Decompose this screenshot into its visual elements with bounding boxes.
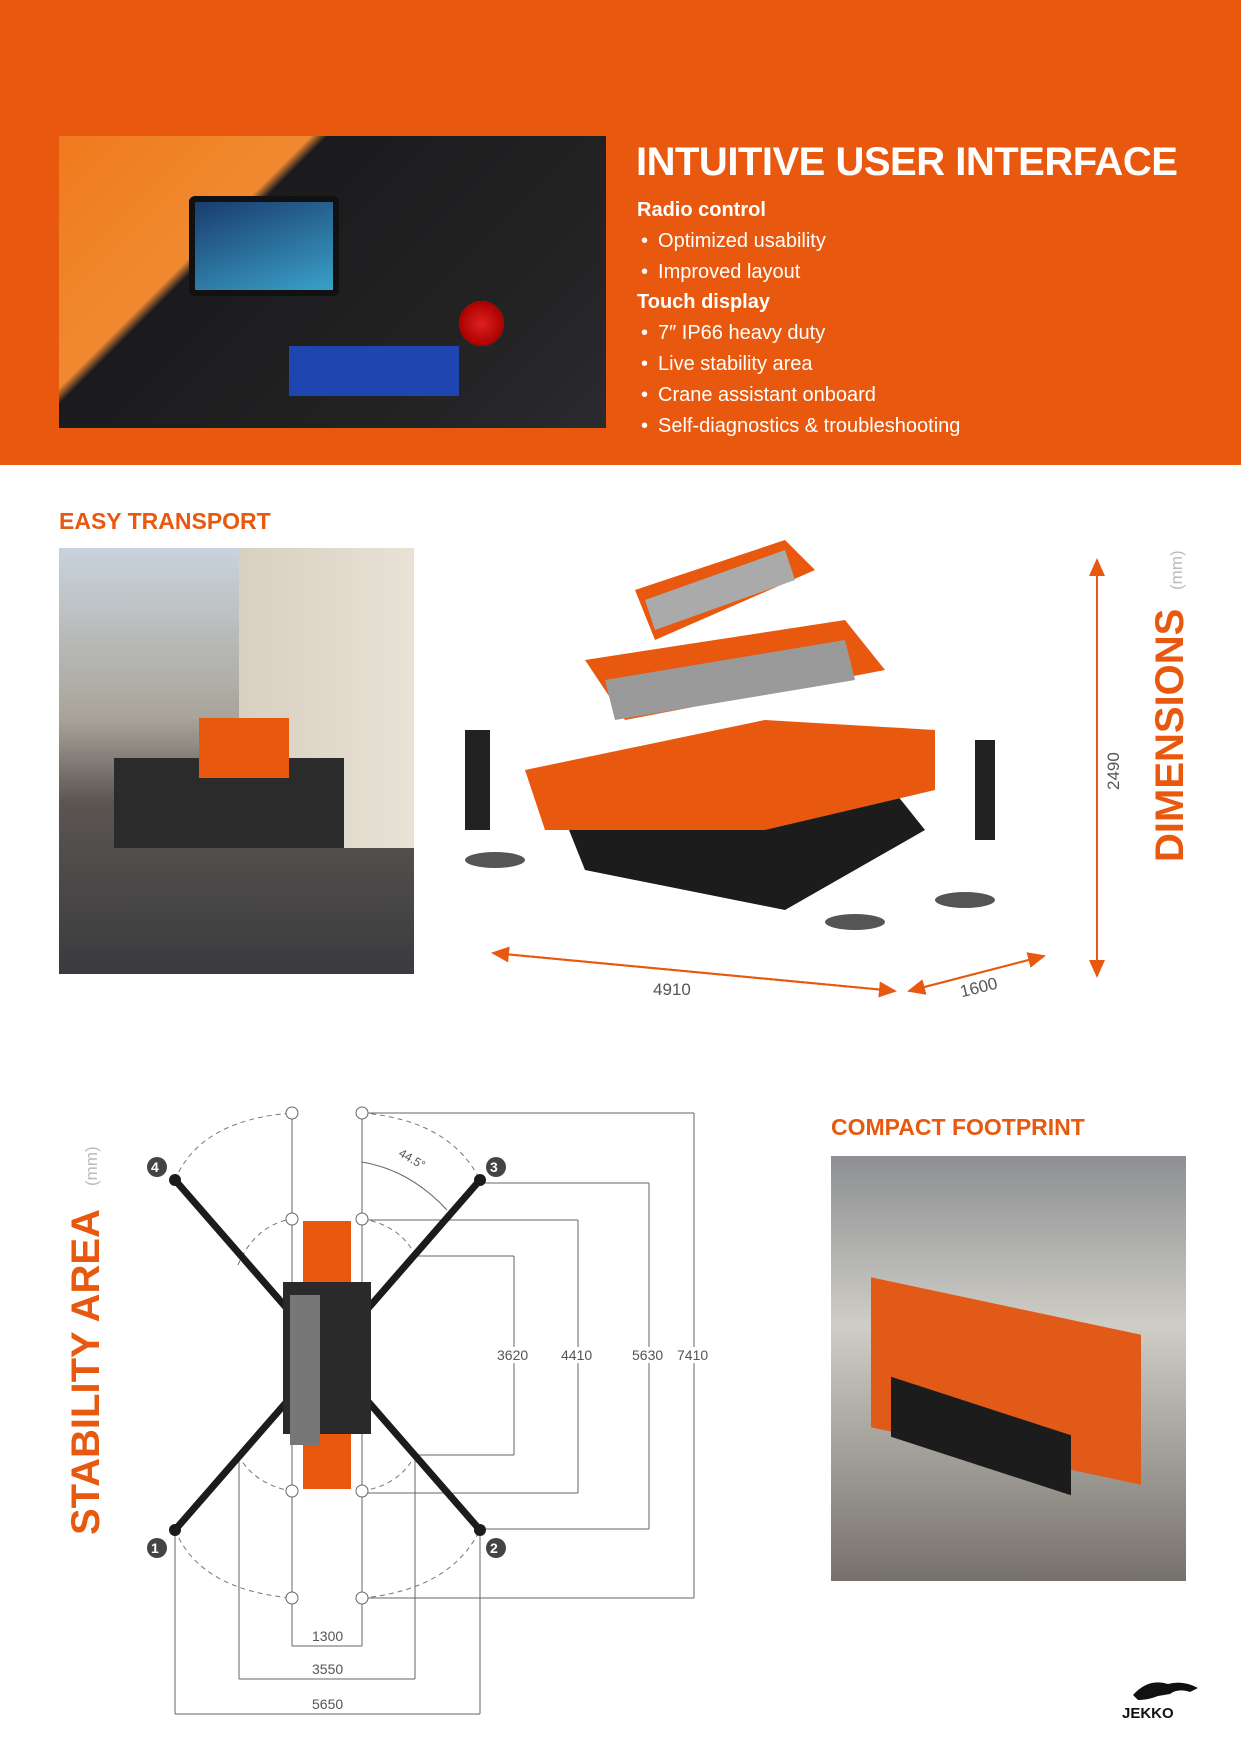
stability-unit: (mm) <box>82 1146 101 1186</box>
interface-title: INTUITIVE USER INTERFACE <box>636 140 1178 184</box>
svg-text:JEKKO: JEKKO <box>1122 1705 1174 1722</box>
touch-display-heading: Touch display <box>637 291 770 313</box>
bullet-item: Improved layout <box>641 261 800 284</box>
dim-4410: 4410 <box>561 1347 593 1363</box>
dim-3620: 3620 <box>497 1347 529 1363</box>
outrigger-4-label: 4 <box>151 1159 159 1175</box>
radio-control-heading: Radio control <box>637 199 766 221</box>
bullet-item: 7″ IP66 heavy duty <box>641 322 825 345</box>
dim-7410: 7410 <box>677 1347 709 1363</box>
outrigger-2-label: 2 <box>490 1540 498 1556</box>
dim-3550: 3550 <box>312 1661 344 1677</box>
outrigger-3-label: 3 <box>490 1159 498 1175</box>
bullet-item: Self-diagnostics & troubleshooting <box>641 415 960 438</box>
length-label: 4910 <box>653 980 691 999</box>
compact-footprint-heading: COMPACT FOOTPRINT <box>831 1114 1085 1140</box>
bullet-item: Optimized usability <box>641 230 826 253</box>
footprint-photo <box>831 1156 1186 1581</box>
dim-1300: 1300 <box>312 1628 344 1644</box>
bullet-item: Live stability area <box>641 353 813 376</box>
crane-machine-image <box>465 540 995 930</box>
dim-5650: 5650 <box>312 1696 344 1712</box>
transport-photo <box>59 548 414 974</box>
bullet-item: Crane assistant onboard <box>641 384 876 407</box>
easy-transport-heading: EASY TRANSPORT <box>59 508 271 534</box>
outrigger-1-label: 1 <box>151 1540 159 1556</box>
dimensions-unit: (mm) <box>1167 550 1186 590</box>
control-panel-photo <box>59 136 606 428</box>
height-label: 2490 <box>1104 752 1123 790</box>
jekko-logo: JEKKO <box>1122 1682 1198 1722</box>
dimensions-heading: DIMENSIONS <box>1148 608 1192 862</box>
stability-area-heading: STABILITY AREA <box>64 1209 108 1535</box>
dim-5630: 5630 <box>632 1347 664 1363</box>
